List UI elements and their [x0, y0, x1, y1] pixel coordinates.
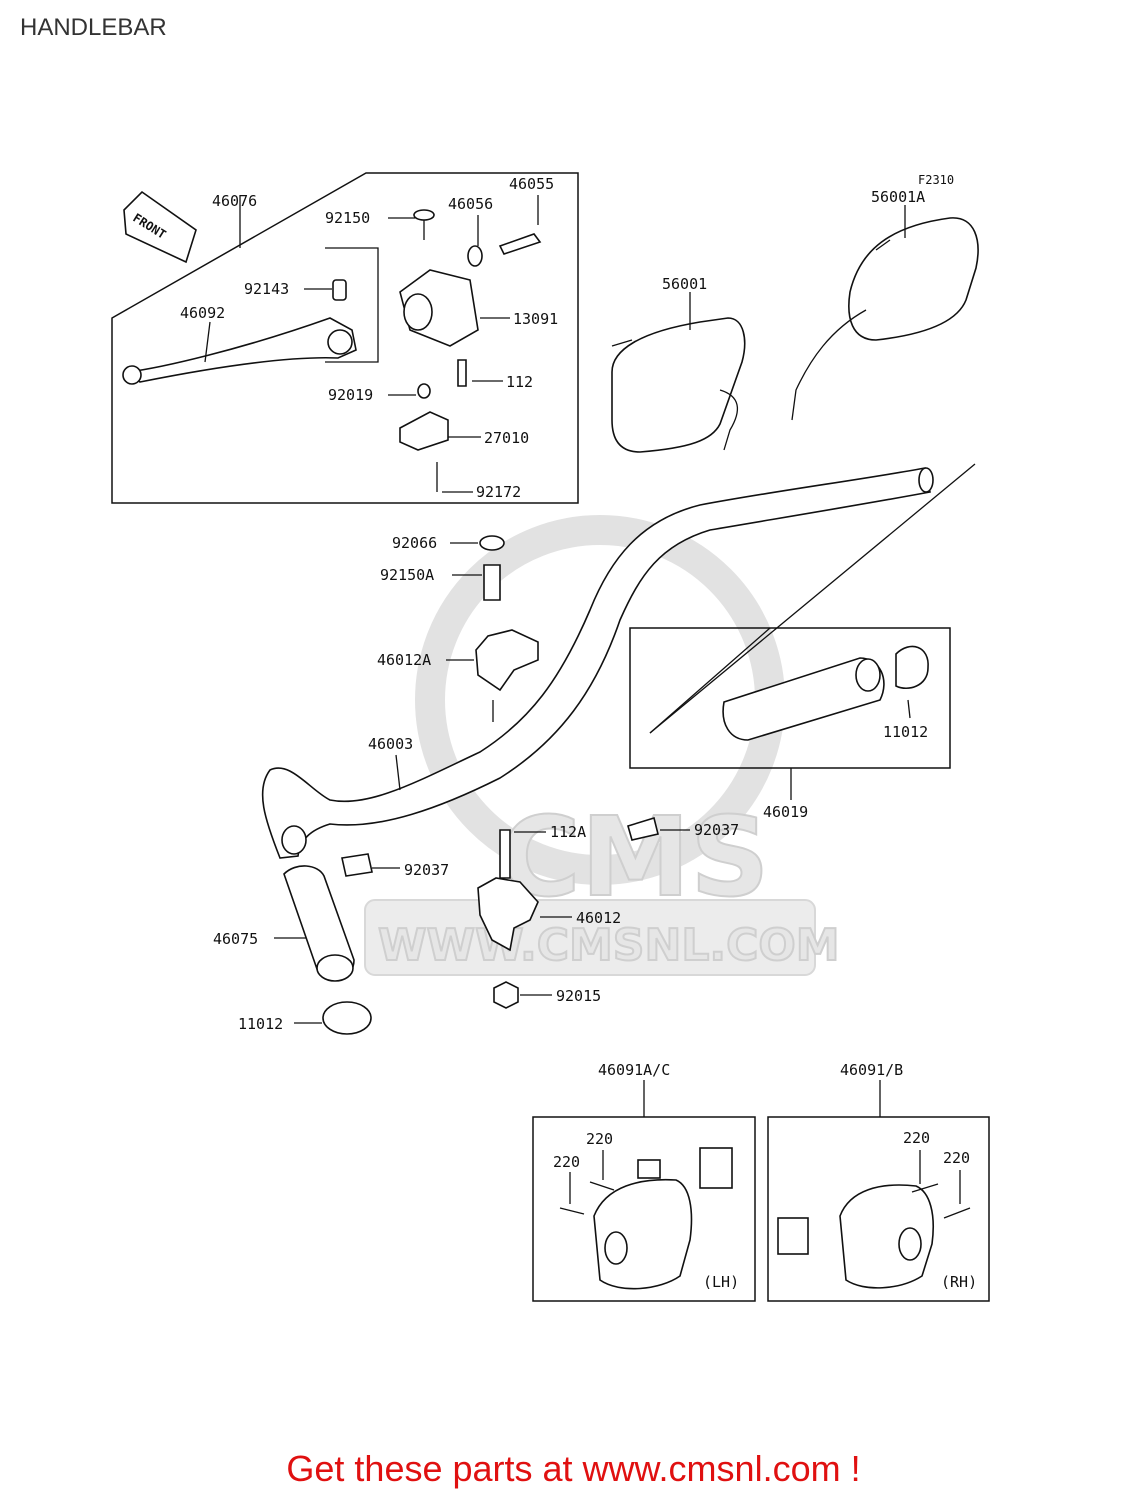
callout-label: 46003	[368, 735, 413, 753]
diagram-code: F2310	[918, 173, 954, 187]
footer-parts-link[interactable]: Get these parts at www.cmsnl.com !	[286, 1448, 861, 1489]
callout-label: 46056	[448, 195, 493, 213]
callout-label: 46092	[180, 304, 225, 322]
handlebar-end-nut	[281, 825, 307, 855]
cap-11012-right	[895, 645, 929, 690]
callout-label: 220	[586, 1130, 613, 1148]
watermark-banner	[364, 899, 816, 976]
lever-holder-13091	[399, 269, 479, 347]
cap-11012-left	[322, 1001, 372, 1035]
callout-label: 92037	[694, 821, 739, 839]
band-92037-left	[341, 853, 373, 877]
callout-label: 11012	[238, 1015, 283, 1033]
knob-92150	[413, 209, 435, 240]
callout-label: (LH)	[703, 1273, 739, 1291]
callout-labels: 46076 46055 92150 46056 92143 46092 1309…	[180, 175, 977, 1291]
clamp-46012	[477, 877, 539, 952]
switch-27010	[399, 411, 449, 451]
clutch-lever	[122, 317, 357, 385]
watermark-brand: CMS	[500, 793, 769, 921]
callout-label: 56001A	[871, 188, 925, 206]
callout-label: 92150	[325, 209, 370, 227]
collar-92143	[332, 279, 347, 301]
callout-label: 92015	[556, 987, 601, 1005]
callout-label: 46012A	[377, 651, 431, 669]
mirror-56001A	[791, 217, 979, 421]
mirror-56001	[611, 317, 746, 453]
callout-label: 92066	[392, 534, 437, 552]
washer-46056	[467, 245, 483, 267]
watermark-url: WWW.CMSNL.COM	[378, 920, 840, 971]
grip-46075	[283, 865, 355, 982]
switch-box-lh	[532, 1116, 756, 1302]
callout-label: 220	[943, 1149, 970, 1167]
callout-label: 13091	[513, 310, 558, 328]
throttle-grip-box	[629, 463, 976, 769]
watermark: CMS WWW.CMSNL.COM	[364, 515, 841, 976]
callout-label: 220	[903, 1129, 930, 1147]
callout-label: 46055	[509, 175, 554, 193]
handlebar-46003	[261, 467, 934, 859]
nut-92015	[493, 981, 519, 1009]
nut-92019	[417, 383, 431, 399]
callout-label: 92172	[476, 483, 521, 501]
bolt-92150A	[483, 564, 501, 601]
front-arrow-icon: FRONT	[123, 190, 197, 264]
bolt-112	[457, 359, 467, 387]
page-title: HANDLEBAR	[20, 14, 167, 41]
callout-label: 112A	[550, 823, 586, 841]
callout-label: 46091A/C	[598, 1061, 670, 1079]
leader-lines	[204, 195, 961, 1204]
callout-label: 92150A	[380, 566, 434, 584]
parts-diagram: CMS WWW.CMSNL.COM F2310 FRONT	[111, 172, 990, 1302]
callout-label: 56001	[662, 275, 707, 293]
callout-label: (RH)	[941, 1273, 977, 1291]
callout-label: 46019	[763, 803, 808, 821]
callout-label: 92019	[328, 386, 373, 404]
switch-box-rh	[767, 1116, 990, 1302]
cap-92066	[479, 535, 505, 551]
callout-label: 27010	[484, 429, 529, 447]
band-92037-right	[627, 816, 659, 841]
callout-label: 112	[506, 373, 533, 391]
bolt-112A	[499, 829, 511, 879]
callout-label: 46091/B	[840, 1061, 903, 1079]
bolt-46055	[498, 233, 542, 255]
lever-assembly-box	[111, 172, 579, 504]
callout-label: 92037	[404, 861, 449, 879]
callout-label: 11012	[883, 723, 928, 741]
callout-label: 220	[553, 1153, 580, 1171]
clamp-46012A	[475, 629, 539, 692]
callout-label: 46012	[576, 909, 621, 927]
callout-label: 46075	[213, 930, 258, 948]
callout-label: 46076	[212, 192, 257, 210]
callout-label: 92143	[244, 280, 289, 298]
